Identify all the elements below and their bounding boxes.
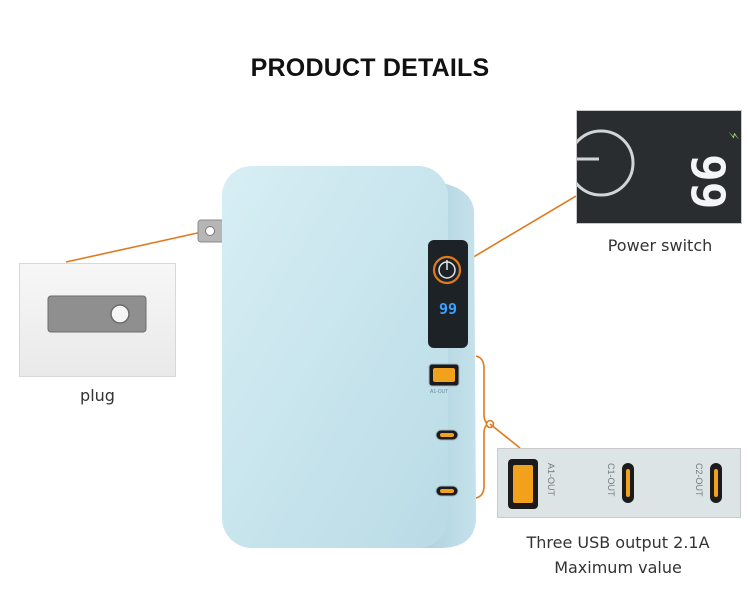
- usb-inset: A1-OUT C1-OUT C2-OUT: [497, 448, 741, 518]
- usb-c2-port-label: C2-OUT: [694, 463, 704, 497]
- plug-inset: [19, 263, 176, 377]
- usb-caption-line2: Maximum value: [554, 558, 682, 577]
- power-inset: ⚡ 99: [576, 110, 742, 224]
- usb-callout-line: [489, 423, 521, 449]
- power-caption: Power switch: [607, 236, 713, 255]
- power-callout-line: [454, 195, 577, 269]
- page-title: PRODUCT DETAILS: [250, 54, 490, 82]
- usb-caption-line1: Three USB output 2.1A: [526, 533, 710, 552]
- plug-closeup: [47, 295, 147, 333]
- device-display-panel: [428, 240, 468, 348]
- battery-icon: 99: [681, 154, 735, 209]
- plug-caption: plug: [80, 386, 115, 405]
- usb-c1-port-label: C1-OUT: [606, 463, 616, 497]
- device-battery-readout: 99: [438, 300, 458, 318]
- device-port-label-a1: A1-OUT: [430, 389, 449, 395]
- usb-closeup: [508, 459, 722, 509]
- wireless-icon: ⚡: [725, 131, 740, 140]
- power-button-highlight: [432, 255, 462, 285]
- device-front: [222, 166, 448, 548]
- usb-a-port-label: A1-OUT: [546, 463, 556, 497]
- power-closeup: ⚡ 99: [577, 129, 740, 209]
- plug-callout-line: [65, 231, 203, 263]
